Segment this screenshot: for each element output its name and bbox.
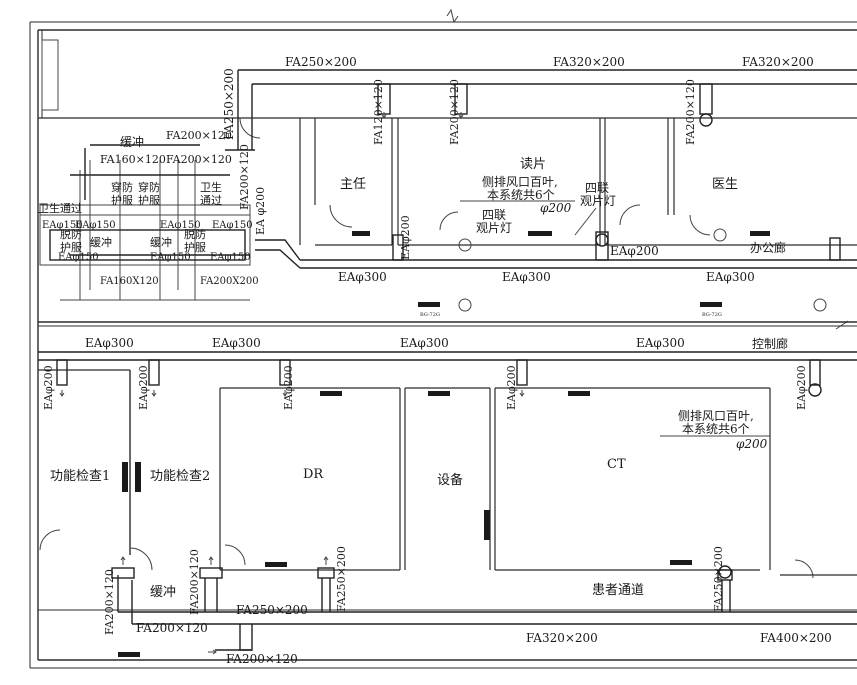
room-weisheng-left: 卫生通过 [38, 201, 82, 215]
duct-ea200-b5: EAφ200 [795, 365, 808, 410]
note-side-exhaust-a1: 侧排风口百叶, [482, 175, 558, 189]
duct-ea200-h1: EAφ200 [610, 244, 659, 258]
note-side-exhaust-b1: 侧排风口百叶, [678, 409, 754, 423]
duct-ea150-e: EAφ150 [58, 252, 99, 263]
anteroom-block [39, 30, 251, 301]
duct-fa120-vert: FA120×120 [372, 79, 385, 145]
duct-labels: FA250×200 FA320×200 FA320×200 FA200×120 … [42, 55, 832, 666]
duct-fa200-b1: FA200×120 [103, 569, 116, 635]
duct-fa200x200: FA200X200 [200, 276, 259, 287]
note-side-exhaust-a3: φ200 [540, 201, 572, 215]
duct-fa250-b1: FA250×200 [236, 603, 308, 617]
duct-fa250-b3: FA250×200 [712, 546, 725, 612]
room-labels: 主任 读片 医生 办公廊 控制廊 功能检查1 功能检查2 DR 设备 CT 患者… [38, 134, 788, 600]
duct-fa250-b2: FA250×200 [335, 546, 348, 612]
upper-walls [38, 117, 857, 327]
note-silian-a1: 四联 [482, 208, 506, 222]
duct-fa200-vert1: FA200×120 [448, 79, 461, 145]
room-hufu2: 护服 [138, 193, 160, 207]
room-weisheng-right-a: 卫生 [200, 180, 222, 194]
flow-arrows [59, 112, 525, 655]
note-silian-b1: 四联 [585, 181, 609, 195]
room-chuanfang2: 穿防 [138, 180, 160, 194]
duct-fa400-bot: FA400×200 [760, 631, 832, 645]
note-side-exhaust-a2: 本系统共6个 [487, 188, 555, 202]
room-huanchong-bottom: 缓冲 [150, 585, 176, 600]
room-huanzhe: 患者通道 [592, 583, 644, 598]
room-hufu4: 护服 [184, 240, 206, 254]
note-silian-a2: 观片灯 [476, 221, 512, 235]
note-bg1: BG-72G [420, 312, 440, 318]
duct-fa250-vert: FA250×200 [222, 68, 236, 140]
duct-fa200-h1: FA200×120 [166, 129, 232, 142]
duct-ea200-v1: EA φ200 [254, 187, 267, 235]
duct-fa320-top1: FA320×200 [553, 55, 625, 69]
duct-fa200-h2: FA200×120 [166, 153, 232, 166]
duct-ea150-g: EAφ150 [210, 252, 251, 263]
duct-fa200-b4: FA200×120 [226, 652, 298, 666]
duct-fa200-b2: FA200×120 [188, 549, 201, 615]
duct-fa320-bot: FA320×200 [526, 631, 598, 645]
duct-ea200-b1: EAφ200 [42, 365, 55, 410]
duct-ea150-b: EAφ150 [75, 220, 116, 231]
room-gongneng2: 功能检查2 [150, 469, 210, 484]
room-hufu1: 护服 [111, 193, 133, 207]
duct-ea200-v2: EAφ200 [399, 215, 412, 260]
duct-labels-vertical: FA250×200 FA120×120 FA200×120 FA200×120 … [42, 68, 808, 635]
room-huanchong-mid1: 缓冲 [90, 235, 112, 249]
room-dupian: 读片 [520, 157, 546, 172]
room-ct: CT [607, 457, 626, 472]
duct-ea300-b4: EAφ300 [636, 336, 685, 350]
room-gongneng1: 功能检查1 [50, 469, 110, 484]
duct-fa160-bot: FA160X120 [100, 276, 159, 287]
room-huanchong-mid2: 缓冲 [150, 235, 172, 249]
lower-duct-runs [38, 351, 857, 651]
room-tuofang2: 脱防 [184, 227, 206, 241]
duct-ea300-2: EAφ300 [502, 270, 551, 284]
note-side-exhaust-b3: φ200 [736, 437, 768, 451]
room-kongzhilang: 控制廊 [752, 336, 788, 351]
lower-walls [38, 369, 857, 611]
room-shebei: 设备 [437, 472, 463, 488]
notes: 侧排风口百叶, 本系统共6个 φ200 四联 观片灯 四联 观片灯 侧排风口百叶… [420, 175, 770, 451]
lower-vents [118, 391, 692, 657]
duct-fa250-top: FA250×200 [285, 55, 357, 69]
room-hufu3: 护服 [60, 240, 82, 254]
duct-ea300-3: EAφ300 [706, 270, 755, 284]
outer-frame [29, 8, 857, 669]
duct-fa200-vert2: FA200×120 [684, 79, 697, 145]
upper-vents [352, 228, 827, 312]
duct-ea300-b1: EAφ300 [85, 336, 134, 350]
duct-ea150-d: EAφ150 [212, 220, 253, 231]
room-dr: DR [303, 467, 324, 482]
room-weisheng-right-b: 通过 [200, 194, 222, 207]
duct-fa160: FA160×120 [100, 153, 166, 166]
room-chuanfang1: 穿防 [111, 180, 133, 194]
duct-ea200-b4: EAφ200 [505, 365, 518, 410]
upper-duct-runs [225, 69, 857, 269]
note-bg2: BG-72G [702, 312, 722, 318]
room-bangonglang: 办公廊 [750, 240, 786, 255]
room-zhuren: 主任 [340, 177, 366, 192]
room-tuofang1: 脱防 [60, 227, 82, 241]
duct-ea150-f: EAφ150 [150, 252, 191, 263]
note-silian-b2: 观片灯 [580, 194, 616, 208]
duct-ea200-b2: EAφ200 [137, 365, 150, 410]
duct-ea300-b2: EAφ300 [212, 336, 261, 350]
duct-ea200-b3: EAφ200 [282, 365, 295, 410]
room-yisheng: 医生 [712, 177, 738, 192]
room-huanchong-top: 缓冲 [120, 134, 144, 149]
duct-fa200-vert3: FA200×120 [238, 144, 251, 210]
duct-fa320-top2: FA320×200 [742, 55, 814, 69]
note-side-exhaust-b2: 本系统共6个 [682, 422, 750, 436]
duct-ea300-1: EAφ300 [338, 270, 387, 284]
duct-ea150-c: EAφ150 [160, 220, 201, 231]
duct-ea300-b3: EAφ300 [400, 336, 449, 350]
duct-fa200-b3: FA200×120 [136, 621, 208, 635]
duct-ea150-a: EAφ150 [42, 220, 83, 231]
